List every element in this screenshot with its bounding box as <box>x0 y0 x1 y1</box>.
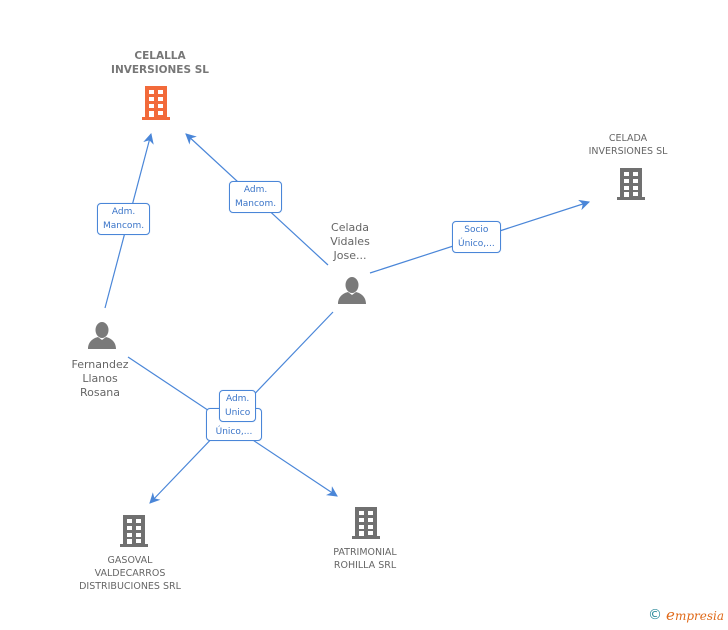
edge-label-adm-mancom-celada[interactable]: Adm. Mancom. <box>229 181 283 213</box>
node-label-gasoval[interactable]: GASOVAL VALDECARROS DISTRIBUCIONES SRL <box>79 555 181 592</box>
footer-brand: © empresia <box>648 606 724 624</box>
edge-label-adm-unico[interactable]: Adm. Unico <box>219 390 257 422</box>
node-label-celalla[interactable]: CELALLA INVERSIONES SL <box>111 50 209 76</box>
edge-label-socio-unico[interactable]: Socio Único,... <box>452 221 501 253</box>
building-icon[interactable] <box>142 86 170 120</box>
building-icon[interactable] <box>617 168 645 200</box>
node-label-patrimonial[interactable]: PATRIMONIAL ROHILLA SRL <box>333 547 397 571</box>
person-icon[interactable] <box>88 322 116 349</box>
building-icon[interactable] <box>120 515 148 547</box>
empresia-logo[interactable]: empresia <box>666 606 724 624</box>
person-icon[interactable] <box>338 277 366 304</box>
building-icon[interactable] <box>352 507 380 539</box>
node-label-celada-inversiones[interactable]: CELADA INVERSIONES SL <box>588 133 668 157</box>
node-label-celada-jose[interactable]: Celada Vidales Jose... <box>330 221 370 262</box>
node-label-fernandez[interactable]: Fernandez Llanos Rosana <box>71 358 129 399</box>
copyright-icon: © <box>648 607 663 623</box>
edge-label-adm-mancom-fernandez[interactable]: Adm. Mancom. <box>97 203 151 235</box>
